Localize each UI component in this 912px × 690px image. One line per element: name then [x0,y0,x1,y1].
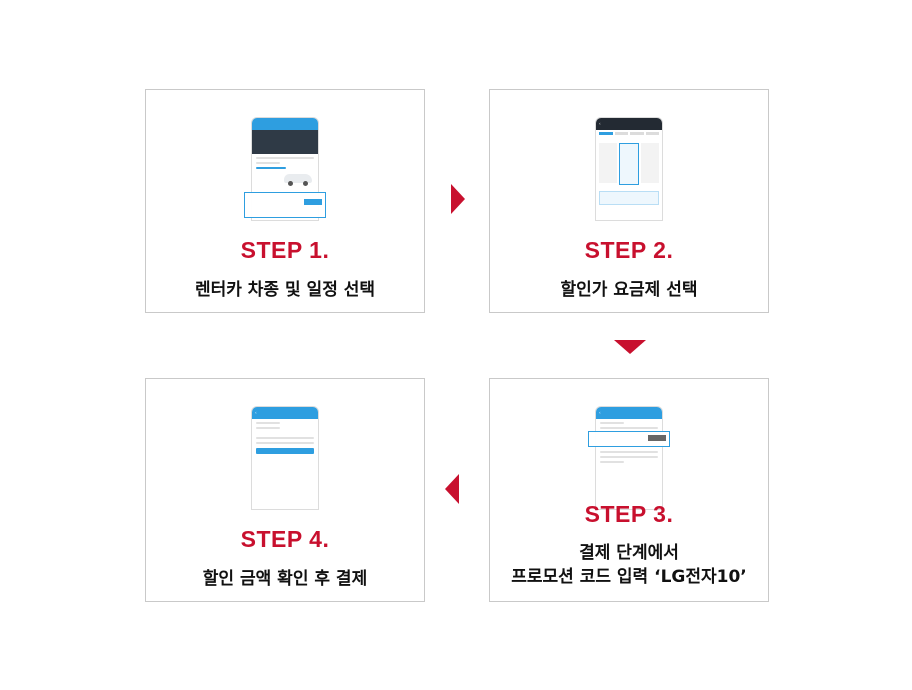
arrow-left-icon [445,474,459,504]
step-title: STEP 2. [584,237,674,263]
pay-button [256,448,314,454]
app-header-bar: ‹ [252,407,318,419]
step-2-phone-screenshot: ‹ [596,118,662,220]
step-description-line2: 프로모션 코드 입력 ‘LG전자10’ [511,567,747,587]
step-description: 할인가 요금제 선택 [560,280,698,300]
placeholder-line [600,422,624,424]
highlight-box [244,192,326,218]
placeholder-line [256,437,314,439]
step-description: 할인 금액 확인 후 결제 [202,569,368,589]
step-4-phone-screenshot: ‹ [252,407,318,509]
apply-button [648,435,666,441]
placeholder-line [600,461,624,463]
step-3-card: ‹ STEP 3. 결제 단계에서 프로모션 코드 입력 ‘LG전자10’ [489,378,769,602]
step-2-card: ‹ STEP 2. 할인가 요금제 선택 [489,89,769,313]
placeholder-line [600,427,658,429]
placeholder-line [256,167,286,169]
back-icon: ‹ [599,410,601,415]
step-description: 결제 단계에서 프로모션 코드 입력 ‘LG전자10’ [490,541,768,589]
info-box [599,191,659,205]
arrow-down-icon [614,340,646,354]
promo-code-input-highlight [588,431,670,447]
placeholder-line [256,427,280,429]
back-icon: ‹ [599,121,601,126]
app-header-bar [252,118,318,130]
app-header-bar: ‹ [596,118,662,130]
step-description: 렌터카 차종 및 일정 선택 [194,280,376,300]
plan-tabs [596,130,662,137]
step-4-card: ‹ STEP 4. 할인 금액 확인 후 결제 [145,378,425,602]
select-button [304,199,322,205]
placeholder-line [600,451,658,453]
placeholder-line [600,456,658,458]
placeholder-line [256,422,280,424]
schedule-header [252,130,318,154]
placeholder-line [256,442,314,444]
step-description-line1: 결제 단계에서 [579,543,679,563]
step-3-phone-screenshot: ‹ [596,407,662,509]
placeholder-line [256,157,314,159]
rate-plan-columns [596,137,662,185]
arrow-right-icon [451,184,465,214]
car-icon [284,174,312,186]
placeholder-line [256,162,280,164]
step-title: STEP 1. [240,237,330,263]
step-title: STEP 4. [240,526,330,552]
app-header-bar: ‹ [596,407,662,419]
step-title: STEP 3. [584,501,674,527]
back-icon: ‹ [255,410,257,415]
step-1-card: STEP 1. 렌터카 차종 및 일정 선택 [145,89,425,313]
